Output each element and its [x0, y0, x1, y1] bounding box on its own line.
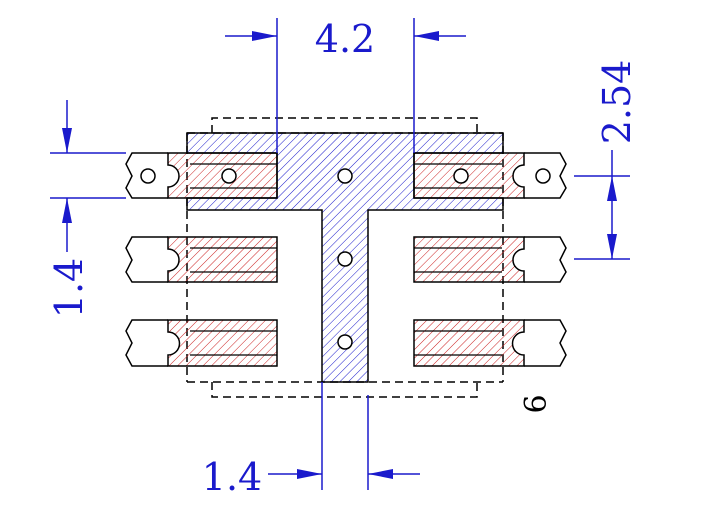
arrow-right-upper: [607, 176, 617, 201]
hole-pad-left-1: [221, 168, 237, 184]
pad-left-2: [167, 236, 278, 283]
arrow-bottom-left: [297, 469, 322, 479]
pad-right-1: [413, 152, 525, 199]
dim-label-top-width: 4.2: [315, 17, 375, 61]
lead-left-2: [125, 236, 168, 283]
hole-center-top: [337, 168, 353, 184]
arrow-right-lower: [607, 234, 617, 259]
pad-right-3: [413, 319, 525, 367]
arrow-top-right: [414, 31, 439, 41]
lead-left-1: [125, 152, 168, 199]
pad-right-2: [413, 236, 525, 283]
lead-left-3: [125, 319, 168, 367]
lead-right-1: [524, 152, 567, 199]
lead-hole-left-1: [140, 168, 156, 184]
dim-label-stem-width: 1.4: [202, 455, 262, 499]
right-leads: [524, 152, 567, 367]
lead-right-3: [524, 319, 567, 367]
left-leads: [125, 152, 168, 367]
dim-label-pitch: 2.54: [595, 60, 639, 145]
pad-inner-lines: [190, 163, 502, 356]
arrow-left-lower: [62, 198, 72, 223]
arrow-top-left: [252, 31, 277, 41]
dimension-top: [225, 18, 466, 153]
hole-center-mid: [337, 251, 353, 267]
hole-center-bottom: [337, 334, 353, 350]
lead-right-2: [524, 236, 567, 283]
arrow-left-upper: [62, 128, 72, 153]
dimension-right: [574, 150, 630, 260]
dim-label-pad-height: 1.4: [47, 258, 91, 318]
arrow-bottom-right: [368, 469, 393, 479]
pad-left-3: [167, 319, 278, 367]
pin-number-label: 6: [519, 394, 554, 413]
dimension-left: [50, 100, 126, 252]
hole-pad-right-1: [453, 168, 469, 184]
via-holes: [221, 168, 469, 350]
dimension-bottom: [268, 382, 420, 490]
lead-hole-right-1: [535, 168, 551, 184]
